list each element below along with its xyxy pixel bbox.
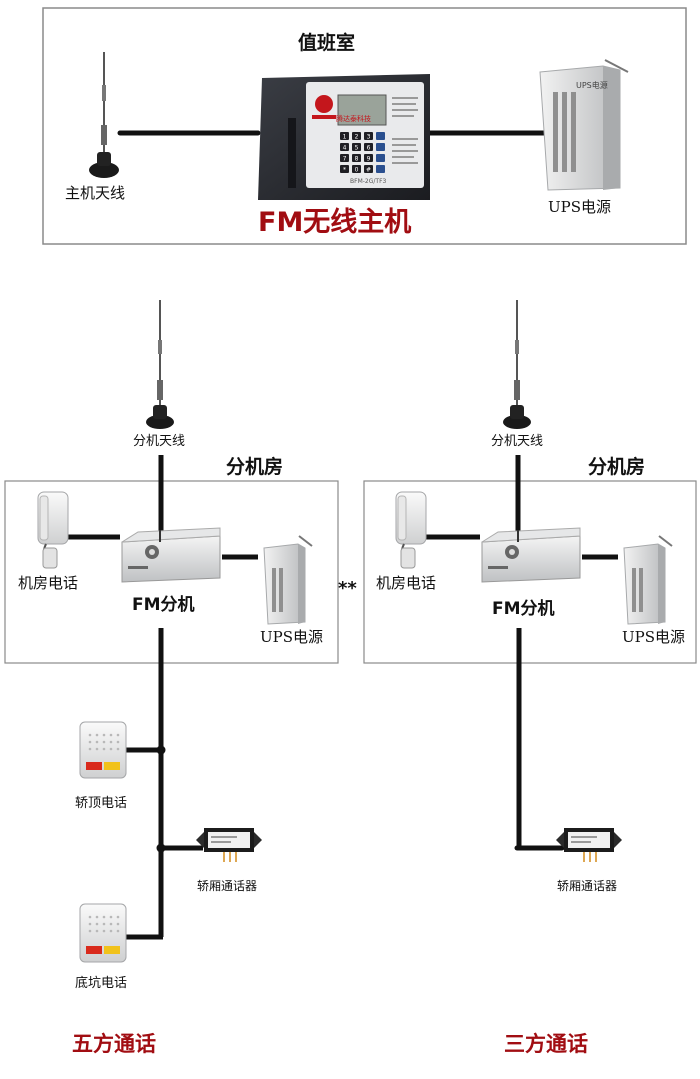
station-separator: **	[338, 578, 357, 599]
right-fm-unit-icon	[481, 527, 581, 583]
right-room-frame	[363, 480, 697, 664]
keypad-key	[364, 143, 373, 151]
keypad-key-label: 8	[355, 156, 359, 163]
left-room-phone-label: 机房电话	[18, 574, 79, 592]
keypad-key	[340, 143, 349, 151]
left-pit-label: 底坑电话	[75, 976, 128, 991]
right-intercom-label: 轿厢通话器	[557, 879, 618, 893]
main-antenna-label: 主机天线	[65, 184, 126, 202]
keypad-key	[352, 143, 361, 151]
host-brand-text: 腾达泰科技	[336, 115, 371, 123]
keypad-key	[352, 165, 361, 173]
left-pit-phone-icon	[79, 903, 127, 963]
right-fm-unit-label: FM分机	[492, 599, 555, 619]
keypad-key	[376, 143, 385, 151]
keypad-key-label: 6	[367, 145, 371, 152]
duty-room-frame	[42, 7, 687, 245]
left-fm-unit-icon	[121, 527, 221, 583]
keypad-key-label: #	[366, 167, 371, 174]
right-ups-label: UPS电源	[622, 628, 686, 646]
right-room-phone-icon	[395, 491, 427, 569]
host-model-text: BFM-2G/TF3	[350, 178, 387, 185]
keypad-key	[376, 132, 385, 140]
left-junction-1	[156, 745, 166, 755]
duty-room-title: 值班室	[298, 32, 356, 54]
right-mode-label: 三方通话	[504, 1032, 588, 1056]
left-room-title: 分机房	[226, 456, 284, 478]
fm-host-device-icon: 1 2 3 4 5 6 7 8 9 * 0 #	[258, 74, 430, 200]
keypad-key-label: 3	[367, 134, 371, 141]
left-mode-label: 五方通话	[72, 1032, 156, 1056]
left-room-frame	[4, 480, 339, 664]
keypad-key	[340, 154, 349, 162]
left-room-phone-icon	[37, 491, 69, 569]
main-antenna-icon	[89, 52, 119, 178]
ups-top-label: UPS电源	[548, 198, 612, 216]
keypad-key	[340, 132, 349, 140]
left-ups-label: UPS电源	[260, 628, 324, 646]
keypad-key	[364, 154, 373, 162]
keypad-key	[364, 165, 373, 173]
keypad-key-label: 9	[367, 156, 371, 163]
left-fm-unit-label: FM分机	[132, 595, 195, 615]
keypad-key	[376, 165, 385, 173]
keypad-key-label: 1	[343, 134, 347, 141]
left-antenna-icon	[146, 300, 174, 429]
left-car-top-label: 轿顶电话	[75, 796, 128, 811]
keypad-key-label: 0	[355, 167, 359, 174]
right-ups-icon	[623, 535, 673, 625]
keypad-key	[364, 132, 373, 140]
keypad-key	[352, 132, 361, 140]
host-keypad: 1 2 3 4 5 6 7 8 9 * 0 #	[340, 132, 385, 174]
left-car-top-phone-icon	[79, 721, 127, 779]
ups-top-device-text: UPS电源	[576, 81, 608, 90]
keypad-key	[340, 165, 349, 173]
right-car-intercom-icon	[556, 828, 622, 862]
left-antenna-label: 分机天线	[133, 434, 186, 449]
left-ups-icon	[263, 535, 313, 625]
keypad-key	[352, 154, 361, 162]
right-room-title: 分机房	[588, 456, 646, 478]
left-car-intercom-icon	[196, 828, 262, 862]
keypad-key-label: *	[343, 167, 346, 174]
right-antenna-label: 分机天线	[491, 434, 544, 449]
right-antenna-icon	[503, 300, 531, 429]
left-intercom-label: 轿厢通话器	[197, 879, 258, 893]
keypad-key-label: 7	[343, 156, 347, 163]
ups-top-device-icon	[539, 59, 629, 191]
keypad-key-label: 2	[355, 134, 359, 141]
right-room-phone-label: 机房电话	[376, 574, 437, 592]
keypad-key-label: 4	[343, 145, 347, 152]
keypad-key	[376, 154, 385, 162]
left-junction-2	[156, 843, 166, 853]
fm-host-label: FM无线主机	[258, 207, 412, 238]
keypad-key-label: 5	[355, 145, 359, 152]
